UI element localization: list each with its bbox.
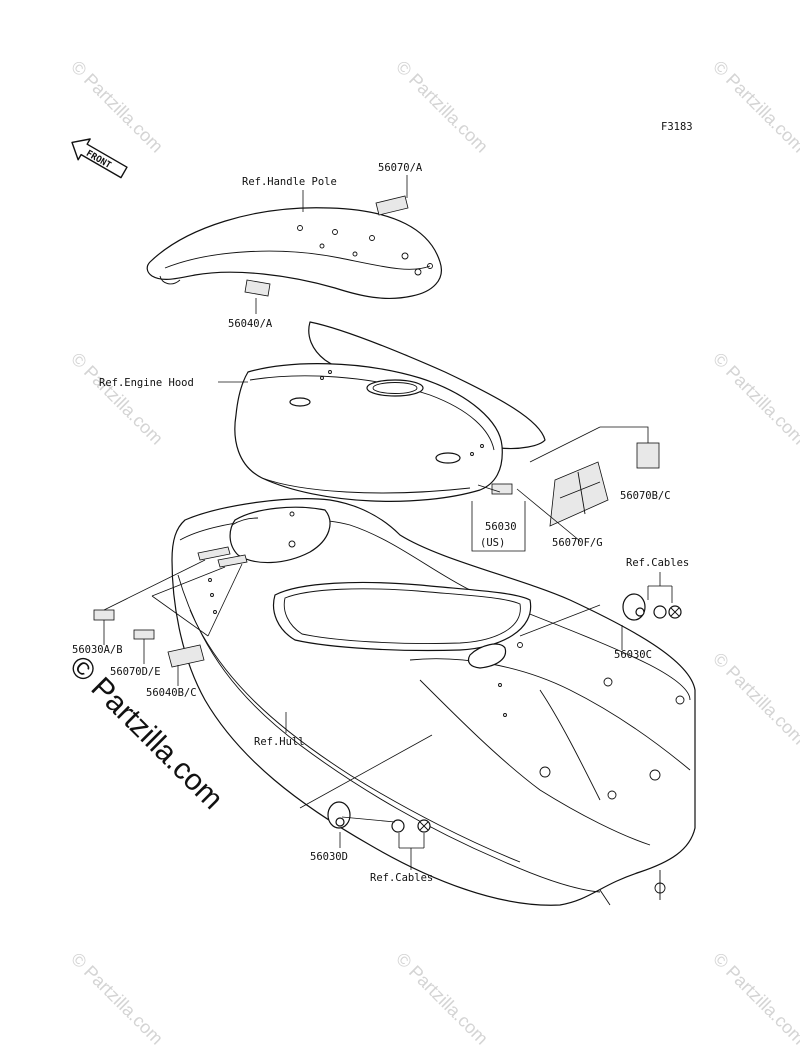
handle-pole: [146, 207, 442, 299]
front-arrow-icon: FRONT: [71, 138, 128, 179]
label-56040a: 56040/A: [228, 318, 273, 330]
label-56030c: 56030C: [614, 649, 652, 661]
decal-56070a: [375, 195, 409, 216]
decal-56030ab: [93, 609, 115, 621]
decal-56070bc: [636, 442, 660, 469]
watermark-small: © Partzilla.com: [392, 949, 492, 1046]
hull: [171, 498, 696, 906]
label-56070fg: 56070F/G: [552, 537, 603, 549]
label-56030: 56030: [485, 521, 517, 533]
label-us: (US): [480, 537, 505, 549]
label-56030d: 56030D: [310, 851, 348, 863]
label-56030ab: 56030A/B: [72, 644, 123, 656]
cap-56030d: [327, 801, 431, 833]
watermark-small: © Partzilla.com: [709, 57, 800, 157]
watermark-small: © Partzilla.com: [709, 349, 800, 449]
label-ref-cables-top: Ref.Cables: [626, 557, 689, 569]
decal-hull-front: [197, 546, 248, 568]
decal-56070de: [133, 629, 155, 640]
decal-56030: [491, 483, 513, 495]
callout-labels: Ref.Handle Pole 56070/A 56040/A Ref.Engi…: [72, 162, 689, 884]
decal-56040a: [244, 279, 271, 297]
figure-code: F3183: [661, 121, 693, 133]
watermark-small: © Partzilla.com: [67, 349, 167, 449]
label-ref-engine-hood: Ref.Engine Hood: [99, 377, 194, 389]
cap-56030c: [622, 593, 682, 621]
watermark-small: © Partzilla.com: [709, 949, 800, 1046]
watermark-small: © Partzilla.com: [67, 949, 167, 1046]
label-ref-hull: Ref.Hull: [254, 736, 305, 748]
label-56040bc: 56040B/C: [146, 687, 197, 699]
decal-56070fg: [549, 461, 609, 527]
watermark-small: © Partzilla.com: [709, 649, 800, 749]
label-56070bc: 56070B/C: [620, 490, 671, 502]
engine-hood: [234, 321, 546, 502]
watermark-small: © Partzilla.com: [392, 57, 492, 157]
decal-56040bc: [167, 644, 205, 668]
label-56070de: 56070D/E: [110, 666, 161, 678]
leader-lines: [103, 175, 673, 870]
label-56070a: 56070/A: [378, 162, 423, 174]
label-ref-cables-bottom: Ref.Cables: [370, 872, 433, 884]
label-ref-handle-pole: Ref.Handle Pole: [242, 176, 337, 188]
